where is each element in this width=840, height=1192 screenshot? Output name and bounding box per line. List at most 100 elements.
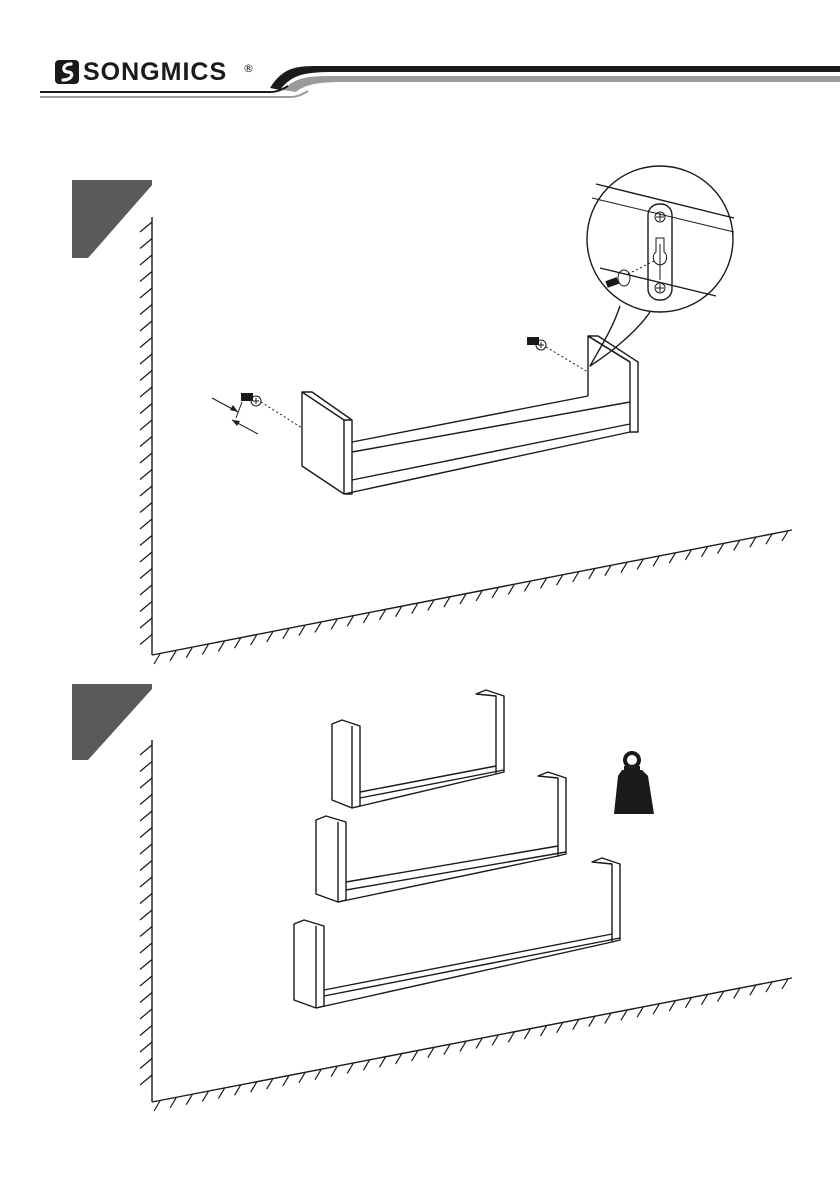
- floor-hatch-mark: [589, 1017, 595, 1027]
- keyhole-bracket-detail: [587, 166, 734, 366]
- floor-hatch-mark: [476, 591, 482, 601]
- wall-hatch-mark: [140, 635, 152, 645]
- floor-hatch-mark: [202, 645, 208, 655]
- floor-hatch-mark: [685, 550, 691, 560]
- step-marker-2: [72, 684, 152, 760]
- wall-hatch-mark: [140, 602, 152, 612]
- step-marker-1: [72, 180, 152, 258]
- keyhole-bracket-icon: [648, 204, 672, 300]
- floor-hatch-mark: [283, 629, 289, 639]
- floor-hatch-mark: [557, 575, 563, 585]
- wall-hatch-mark: [140, 486, 152, 496]
- wall-hatch-mark: [140, 503, 152, 513]
- wall-hatch-mark: [140, 745, 152, 755]
- floor-hatch-mark: [444, 597, 450, 607]
- floor-hatch-mark: [637, 559, 643, 569]
- wall-hatch-mark: [140, 1042, 152, 1052]
- floor-hatch-mark: [460, 594, 466, 604]
- floor-hatch-mark: [637, 1007, 643, 1017]
- floor-hatch-mark: [170, 1098, 176, 1108]
- wall-hatch-mark: [140, 993, 152, 1003]
- wall-hatch-mark: [140, 404, 152, 414]
- wall-hatch-mark: [140, 552, 152, 562]
- floor-hatch-mark: [267, 1079, 273, 1089]
- floor-hatch-mark: [621, 563, 627, 573]
- floor-hatch-mark: [492, 588, 498, 598]
- wall-hatch-mark: [140, 255, 152, 265]
- wall-hatch-mark: [140, 762, 152, 772]
- shelf-large: [294, 858, 620, 1008]
- wall-hatch-mark: [140, 239, 152, 249]
- floor-hatch-mark: [734, 540, 740, 550]
- floor-hatch-mark: [476, 1038, 482, 1048]
- floor-hatch-mark: [540, 1026, 546, 1036]
- floor-hatch-mark: [573, 572, 579, 582]
- floor-hatch-mark: [653, 1004, 659, 1014]
- wall-floor-scene-2: [140, 740, 792, 1111]
- floor-hatch-mark: [315, 622, 321, 632]
- floor-hatch-mark: [379, 1057, 385, 1067]
- floor-hatch-mark: [508, 1032, 514, 1042]
- wall-hatch-mark: [140, 420, 152, 430]
- screw-icon: [241, 393, 302, 428]
- floor-hatch-mark: [701, 995, 707, 1005]
- floor-hatch-mark: [412, 1051, 418, 1061]
- wall-hatch-mark: [140, 778, 152, 788]
- wall-hatch-mark: [140, 943, 152, 953]
- wall-hatch-mark: [140, 1009, 152, 1019]
- floor-hatch-mark: [782, 979, 788, 989]
- floor-hatch-mark: [363, 613, 369, 623]
- floor-hatch-mark: [154, 1101, 160, 1111]
- floor-hatch-mark: [782, 531, 788, 541]
- floor-hatch-mark: [718, 992, 724, 1002]
- floor-hatch-mark: [428, 600, 434, 610]
- floor-hatch-mark: [685, 998, 691, 1008]
- wall-hatch-mark: [140, 811, 152, 821]
- weight-load-icon: [614, 753, 654, 814]
- floor-hatch-mark: [653, 556, 659, 566]
- floor-hatch-mark: [701, 547, 707, 557]
- wall-hatch-mark: [140, 470, 152, 480]
- floor-hatch-mark: [235, 1085, 241, 1095]
- wall-hatch-mark: [140, 976, 152, 986]
- floor-hatch-mark: [299, 626, 305, 636]
- floor-hatch-mark: [734, 988, 740, 998]
- floor-hatch-mark: [218, 1088, 224, 1098]
- wall-hatch-mark: [140, 861, 152, 871]
- floor-hatch-mark: [621, 1010, 627, 1020]
- floor-hatch-mark: [235, 638, 241, 648]
- wall-hatch-mark: [140, 288, 152, 298]
- floor-hatch-mark: [379, 610, 385, 620]
- floor-hatch-mark: [524, 581, 530, 591]
- floor-hatch-mark: [750, 985, 756, 995]
- shelf-medium: [316, 772, 566, 902]
- wall-hatch-mark: [140, 960, 152, 970]
- floor-hatch-mark: [331, 1067, 337, 1077]
- wall-hatch-mark: [140, 585, 152, 595]
- wall-hatch-mark: [140, 519, 152, 529]
- floor-hatch-mark: [766, 534, 772, 544]
- floor-hatch-mark: [766, 982, 772, 992]
- floor-hatch-mark: [170, 651, 176, 661]
- wall-hatch-mark: [140, 354, 152, 364]
- wall-hatch-mark: [140, 222, 152, 232]
- floor-hatch-mark: [573, 1020, 579, 1030]
- floor-hatch-mark: [186, 648, 192, 658]
- floor-hatch-mark: [524, 1029, 530, 1039]
- floor-hatch-mark: [267, 632, 273, 642]
- shelf-small: [332, 690, 504, 808]
- wall-hatch-mark: [140, 305, 152, 315]
- floor-hatch-mark: [605, 566, 611, 576]
- floor-hatch-mark: [331, 619, 337, 629]
- wall-hatch-mark: [140, 338, 152, 348]
- floor-hatch-mark: [202, 1092, 208, 1102]
- u-shelf-step1: [302, 336, 638, 494]
- floor-hatch-mark: [363, 1060, 369, 1070]
- floor-hatch-mark: [218, 641, 224, 651]
- wall-hatch-mark: [140, 387, 152, 397]
- floor-hatch-mark: [299, 1073, 305, 1083]
- wall-hatch-mark: [140, 1059, 152, 1069]
- floor-hatch-mark: [492, 1035, 498, 1045]
- floor-hatch-mark: [508, 585, 514, 595]
- floor-hatch-mark: [557, 1023, 563, 1033]
